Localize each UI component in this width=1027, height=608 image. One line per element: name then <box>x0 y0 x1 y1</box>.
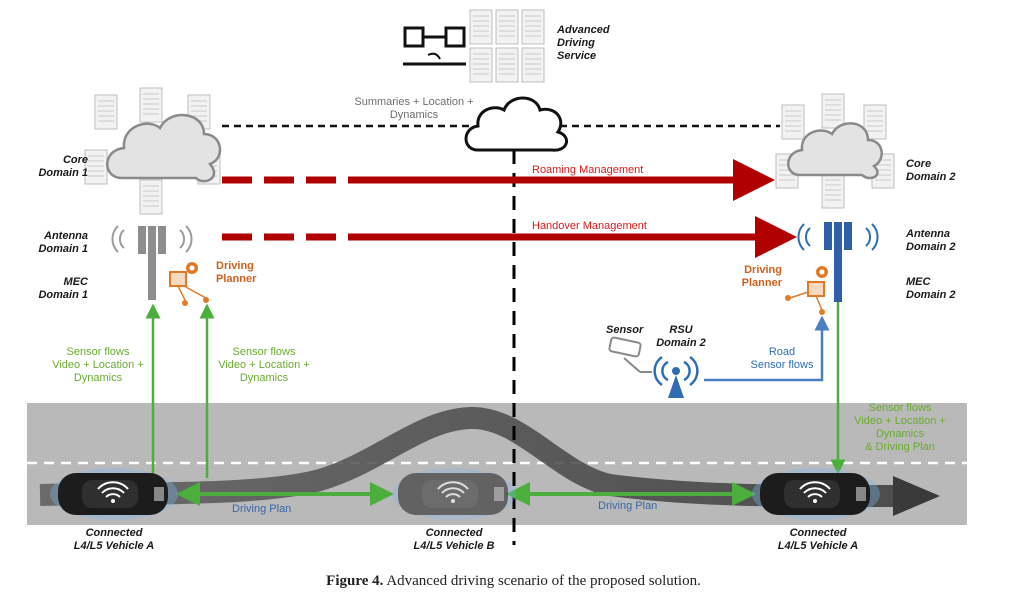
antenna-domain-1-label: Antenna Domain 1 <box>38 230 88 255</box>
camera-sensor-icon <box>608 336 652 373</box>
vehicle-a-left-icon <box>50 468 178 520</box>
rsu-domain-2-icon <box>653 355 699 398</box>
mec-domain-2-label: MEC Domain 2 <box>906 276 956 301</box>
summaries-label: Summaries + Location + Dynamics <box>354 96 474 121</box>
figure-caption-prefix: Figure 4. <box>326 573 384 589</box>
driving-plan-left-label: Driving Plan <box>232 503 292 515</box>
mec-domain-1-icon <box>169 262 209 306</box>
antenna-domain-2-icon <box>797 222 879 302</box>
roaming-management-label: Roaming Management <box>532 164 644 176</box>
mec-domain-1-label: MEC Domain 1 <box>38 276 88 301</box>
mec-domain-2-icon <box>785 266 828 315</box>
service-monitor-icon <box>403 26 466 66</box>
road-sensor-flows-label: Road Sensor flows <box>750 346 814 371</box>
figure-caption-text: Advanced driving scenario of the propose… <box>386 573 701 589</box>
trajectory-arrowhead <box>893 476 940 516</box>
driving-planner-2-label: Driving Planner <box>741 264 782 289</box>
vehicle-a-right-icon <box>752 468 880 520</box>
core-domain-2-cloud-icon <box>787 122 883 180</box>
sensor-flow-left-b-label: Sensor flows Video + Location + Dynamics <box>218 346 310 384</box>
vehicle-b-label: Connected L4/L5 Vehicle B <box>413 527 495 552</box>
vehicle-a-right-label: Connected L4/L5 Vehicle A <box>777 527 859 552</box>
sensor-label: Sensor <box>606 324 644 336</box>
advanced-driving-service-label: Advanced Driving Service <box>557 24 610 62</box>
figure-caption: Figure 4. Advanced driving scenario of t… <box>0 573 1027 590</box>
handover-management-label: Handover Management <box>532 220 647 232</box>
antenna-domain-1-icon <box>111 225 193 300</box>
road-sensor-flow-arrow <box>704 315 830 382</box>
sensor-flow-left-a-label: Sensor flows Video + Location + Dynamics <box>52 346 144 384</box>
sensor-flow-right-label: Sensor flows Video + Location + Dynamics… <box>854 402 946 453</box>
antenna-domain-2-label: Antenna Domain 2 <box>906 228 956 253</box>
vehicle-a-left-label: Connected L4/L5 Vehicle A <box>73 527 155 552</box>
advanced-service-servers <box>469 9 545 83</box>
vehicle-b-icon <box>392 468 516 520</box>
core-domain-1-cloud-icon <box>106 113 222 183</box>
driving-plan-right-label: Driving Plan <box>598 500 658 512</box>
rsu-domain-2-label: RSU Domain 2 <box>656 324 706 349</box>
core-domain-2-label: Core Domain 2 <box>906 158 956 183</box>
core-domain-1-label: Core Domain 1 <box>38 154 88 179</box>
driving-planner-1-label: Driving Planner <box>216 260 257 285</box>
central-cloud-icon <box>464 96 568 152</box>
